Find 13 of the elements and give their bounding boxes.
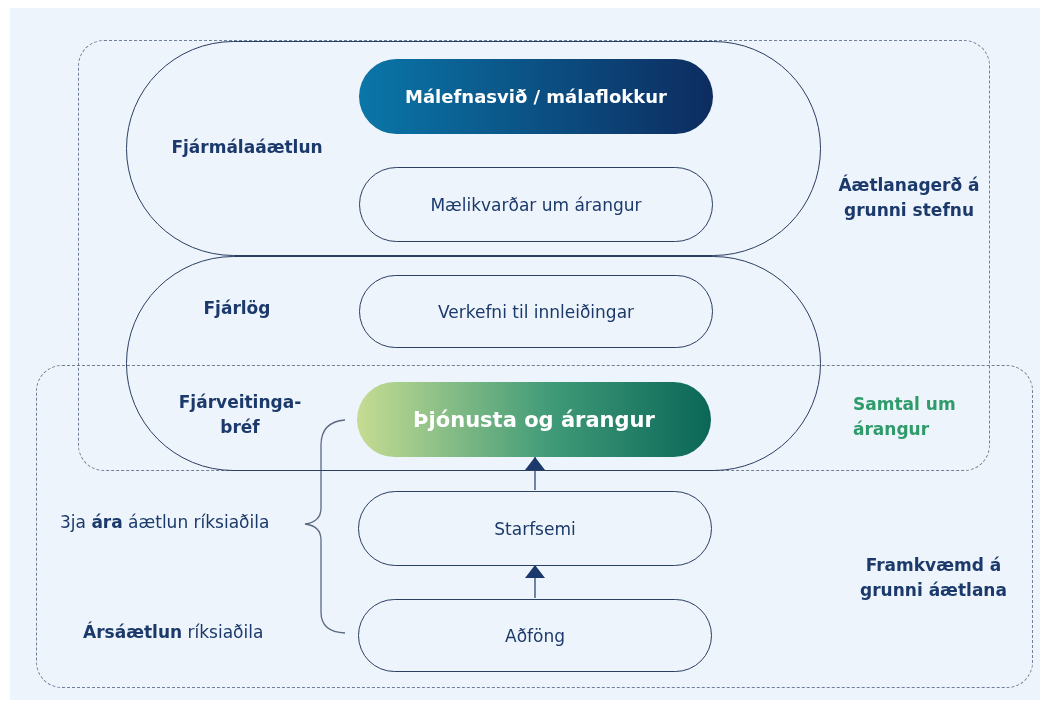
dashed-group-frame (36, 365, 1033, 688)
plan-label: Ársáætlun ríksiaðila (83, 622, 264, 642)
group-label: Framkvæmd á grunni áætlana (859, 554, 1008, 602)
group-label: Fjármálaáætlun (170, 136, 324, 159)
note-text: Samtal um árangur (853, 393, 957, 441)
arrow (525, 456, 545, 491)
arrow (525, 564, 545, 599)
plan-label: 3ja ára áætlun ríksiaðila (60, 512, 270, 532)
group-label: Fjárlög (202, 297, 272, 320)
highlight-pill: Þjónusta og árangur (357, 382, 711, 457)
group-label: Fjárveitinga-bréf (177, 391, 303, 439)
heading-pill: Málefnasvið / málaflokkur (359, 59, 713, 134)
group-label: Áætlanagerð á grunni stefnu (837, 173, 981, 222)
